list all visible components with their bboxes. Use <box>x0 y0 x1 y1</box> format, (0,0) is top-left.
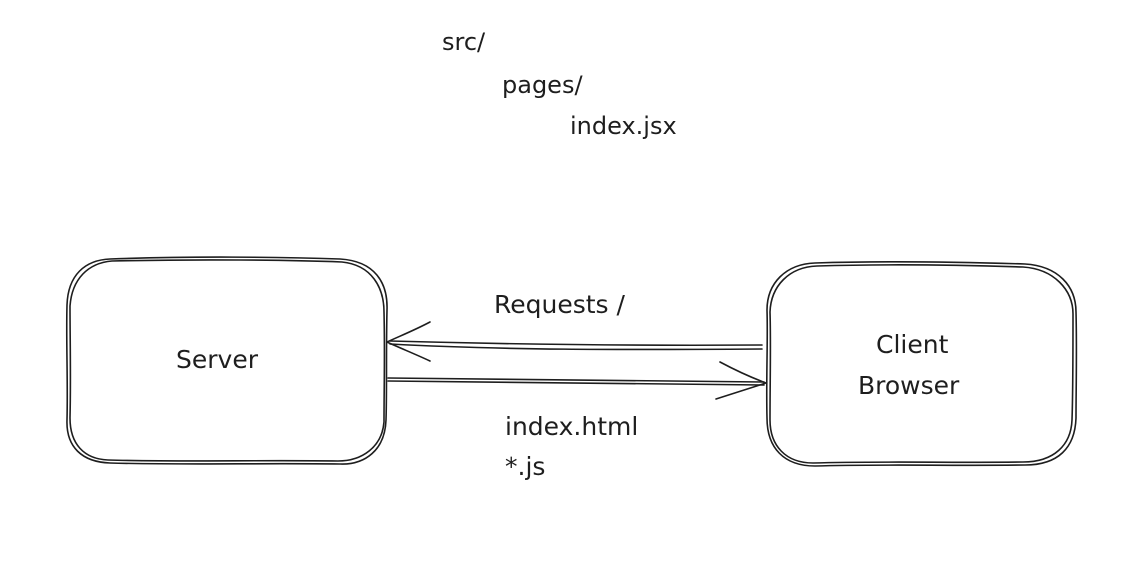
client-label-line1: Client <box>876 330 949 359</box>
request-arrowhead <box>386 321 431 362</box>
request-label: Requests / <box>494 290 626 319</box>
request-arrow-line-sketch <box>389 343 763 351</box>
client-browser-node[interactable]: Client Browser <box>765 261 1078 467</box>
response-arrow-line-sketch <box>387 380 765 386</box>
response-arrow[interactable]: index.html *.js <box>387 361 767 481</box>
tree-index-file: index.jsx <box>570 112 677 140</box>
tree-src-folder: src/ <box>442 28 486 56</box>
response-label-html: index.html <box>505 412 638 441</box>
client-box-sketch-stroke <box>769 264 1074 464</box>
response-arrowhead <box>715 361 767 400</box>
client-label-line2: Browser <box>858 371 960 400</box>
server-label: Server <box>176 345 259 374</box>
server-box <box>65 256 388 465</box>
client-box <box>765 261 1078 467</box>
request-arrow[interactable]: Requests / <box>386 290 763 362</box>
file-tree: src/ pages/ index.jsx <box>442 28 677 140</box>
request-arrow-line <box>389 340 763 347</box>
tree-pages-folder: pages/ <box>502 71 583 99</box>
server-node[interactable]: Server <box>65 256 388 465</box>
response-label-js: *.js <box>505 452 545 481</box>
response-arrow-line <box>387 377 765 383</box>
server-box-sketch-stroke <box>69 259 386 462</box>
